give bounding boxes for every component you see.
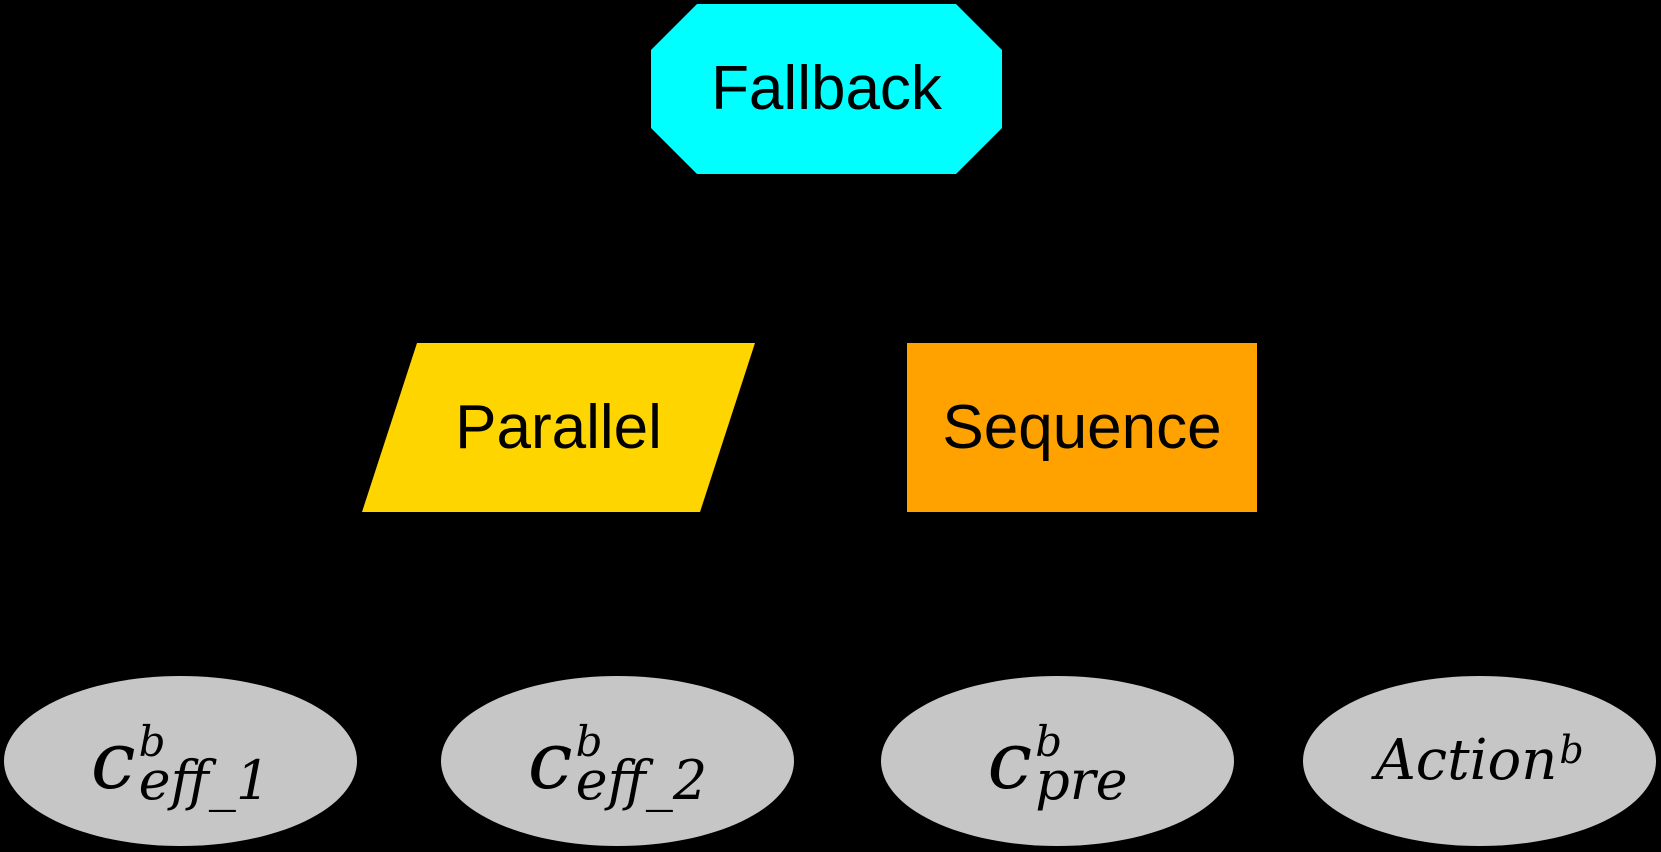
leaf-node-c-eff-2: c b eff_2 xyxy=(441,676,794,846)
fallback-node: Fallback xyxy=(651,4,1002,174)
leaf-label-c-pre: c b pre xyxy=(987,714,1127,808)
math-subscript: pre xyxy=(1035,749,1128,813)
math-base: c xyxy=(90,714,136,807)
leaf-label-c-eff-1: c b eff_1 xyxy=(90,714,270,808)
leaf-node-c-eff-1: c b eff_1 xyxy=(4,676,357,846)
math-superscript: b xyxy=(138,716,166,766)
parallel-node: Parallel xyxy=(362,343,755,512)
math-scripts: b pre xyxy=(1035,716,1128,813)
leaf-label-action: Action b xyxy=(1375,727,1584,793)
parallel-label: Parallel xyxy=(455,392,662,462)
math-superscript: b xyxy=(575,716,603,766)
fallback-label: Fallback xyxy=(711,54,942,123)
math-subscript: eff_1 xyxy=(138,749,271,813)
math-base: c xyxy=(527,714,573,807)
math-base: c xyxy=(987,714,1033,807)
sequence-label: Sequence xyxy=(942,392,1222,462)
math-base: Action xyxy=(1375,727,1558,793)
leaf-node-c-pre: c b pre xyxy=(881,676,1234,846)
sequence-node: Sequence xyxy=(907,343,1257,512)
math-scripts: b eff_1 xyxy=(138,716,271,813)
math-subscript: eff_2 xyxy=(575,749,708,813)
math-superscript: b xyxy=(1559,727,1584,772)
leaf-node-action: Action b xyxy=(1303,676,1656,846)
math-superscript: b xyxy=(1035,716,1063,766)
leaf-label-c-eff-2: c b eff_2 xyxy=(527,714,707,808)
math-scripts: b eff_2 xyxy=(575,716,708,813)
